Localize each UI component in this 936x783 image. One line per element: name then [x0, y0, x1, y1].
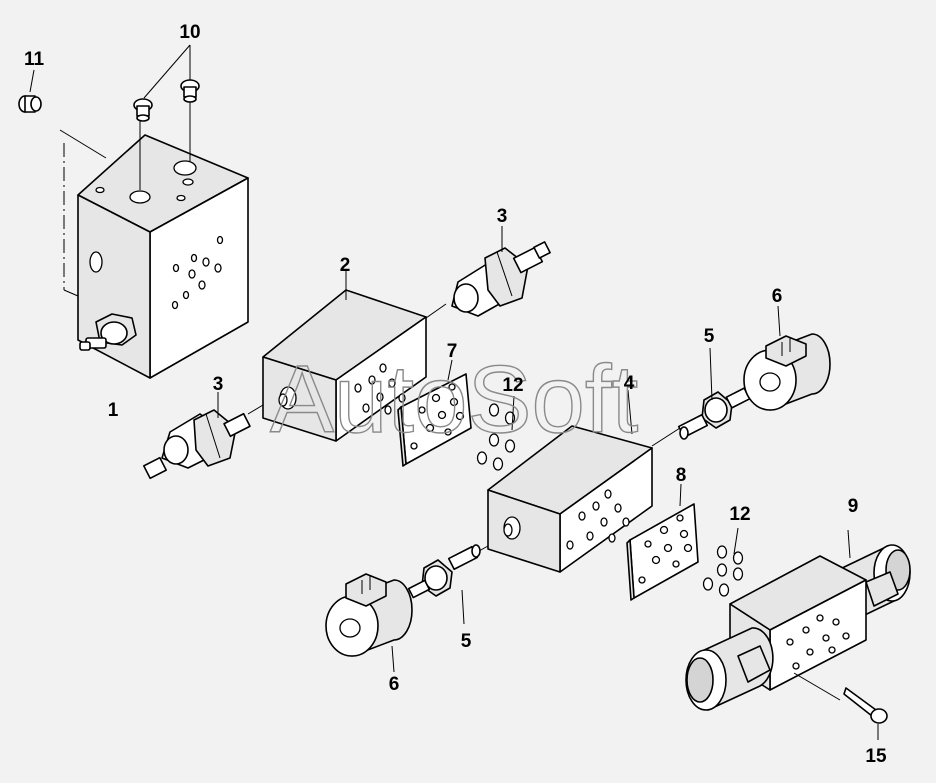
callout-1: 1 [108, 400, 119, 421]
part-15-bolt [843, 687, 888, 740]
callout-3-lower: 3 [213, 374, 224, 395]
part-5-solenoid-tube-upper [677, 387, 751, 440]
part-5-solenoid-tube-lower [407, 544, 481, 599]
part-1-manifold-block [59, 100, 249, 379]
callout-11: 11 [24, 49, 45, 70]
part-11-plug [18, 95, 42, 113]
part-8-gasket-plate [626, 483, 699, 601]
part-4-valve-body [469, 389, 681, 573]
part-9-solenoid-valve-assembly [685, 529, 911, 711]
part-10-screw-plug [133, 98, 153, 122]
callout-8: 8 [676, 465, 687, 486]
callout-7: 7 [447, 341, 458, 362]
part-6-coil-upper [743, 305, 831, 411]
callout-9: 9 [848, 496, 859, 517]
callout-labels: 1 2 3 3 4 5 5 6 6 7 8 9 10 11 12 12 15 [24, 22, 887, 767]
part-12-o-rings-upper [476, 395, 516, 471]
callout-6-upper: 6 [772, 286, 783, 307]
pressure-switch-fitting [79, 313, 137, 351]
callout-2: 2 [340, 255, 351, 276]
callout-5-upper: 5 [704, 326, 715, 347]
callout-4: 4 [624, 373, 635, 394]
part-3-relief-valve-lower [143, 409, 251, 480]
part-12-o-rings-lower [702, 527, 744, 597]
part-2-intermediate-block [247, 270, 447, 442]
part-10-screw-plug [180, 79, 200, 103]
callout-10: 10 [179, 22, 200, 43]
callout-5-lower: 5 [461, 631, 472, 652]
callout-15: 15 [865, 746, 887, 767]
callout-12-upper: 12 [502, 375, 523, 396]
callout-3-upper: 3 [497, 206, 508, 227]
callout-12-lower: 12 [729, 504, 750, 525]
part-7-gasket-plate [397, 359, 472, 467]
part-3-relief-valve-upper [451, 241, 551, 317]
part-6-coil-lower [325, 573, 413, 673]
watermark-text: AutoSoft [270, 346, 638, 453]
callout-6-lower: 6 [389, 674, 400, 695]
